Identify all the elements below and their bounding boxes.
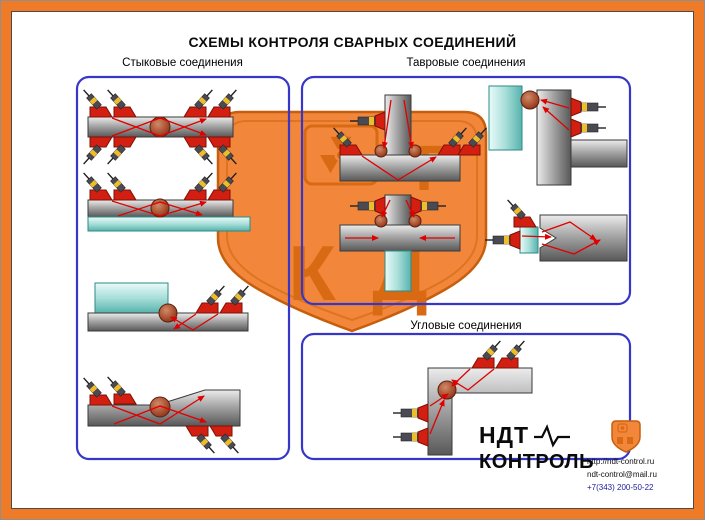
butt-joint-diagram-2 — [80, 170, 251, 232]
corner-joints-label: Угловые соединения — [410, 320, 522, 332]
weld-bead — [408, 214, 422, 228]
probe-icon — [495, 338, 528, 369]
probe-icon — [504, 197, 537, 228]
beam-path — [541, 221, 597, 241]
butt-joint-diagram-4 — [80, 374, 242, 456]
substrate-plate — [488, 85, 523, 151]
beam-path — [405, 199, 415, 218]
website-text: http://ndt-control.ru — [587, 457, 655, 466]
butt-panel-border — [75, 75, 291, 461]
beam-path — [540, 98, 570, 109]
tee-joints-label: Тавровые соединения — [406, 57, 526, 69]
tee-joint-diagram-4 — [484, 197, 628, 262]
butt-joint-diagram-3 — [87, 282, 252, 332]
beam-path — [111, 200, 207, 217]
phone-text: +7(343) 200-50-22 — [587, 483, 654, 492]
beam-path — [361, 155, 437, 181]
beam-path — [521, 233, 552, 240]
probe-icon — [570, 118, 607, 138]
tee-joint-diagram-3 — [339, 194, 461, 292]
corner-joint-diagram — [392, 338, 533, 456]
probe-icon — [392, 403, 429, 423]
beam-path — [381, 99, 392, 149]
weld-bead — [520, 90, 540, 110]
probe-icon — [80, 87, 113, 118]
beam-path — [429, 399, 445, 435]
flange-plate — [339, 154, 461, 182]
brand-shield-icon — [611, 420, 641, 453]
page-title: СХЕМЫ КОНТРОЛЯ СВАРНЫХ СОЕДИНЕНИЙ — [188, 34, 517, 50]
beam-path — [111, 117, 207, 137]
brand-name-text: НДТ — [479, 422, 530, 448]
tee-joint-diagram-2 — [488, 85, 628, 186]
brand-subname: КОНТРОЛЬ — [479, 451, 594, 473]
substrate-plate — [384, 250, 412, 292]
weld-bead — [437, 380, 457, 400]
butt-joints-label: Стыковые соединения — [122, 57, 243, 69]
probe-icon — [80, 136, 113, 167]
poster-inner: Т К Д — [11, 11, 694, 509]
beam-path — [170, 313, 219, 331]
web-plate — [384, 194, 412, 226]
butt-joint-diagram-1 — [80, 87, 240, 167]
beam-path — [111, 117, 207, 137]
probe-icon — [219, 283, 252, 314]
beam-path — [403, 99, 414, 149]
probe-icon — [80, 170, 113, 201]
probe-icon — [392, 427, 429, 447]
weld-bead — [408, 144, 422, 158]
probe-icon — [104, 374, 137, 405]
probe-icon — [80, 375, 113, 406]
weld-bead — [149, 116, 171, 138]
probe-icon — [484, 230, 521, 250]
beam-path — [541, 239, 601, 255]
weld-bead — [374, 214, 388, 228]
beam-path — [381, 199, 391, 218]
pulse-icon — [534, 423, 571, 448]
weld-bead — [149, 396, 171, 418]
tee-panel-border — [300, 75, 632, 306]
beam-path — [173, 313, 197, 330]
weld-bead — [374, 144, 388, 158]
poster-graphics: Т К Д — [75, 75, 641, 461]
beam-path — [451, 368, 471, 387]
tee-joint-diagram-1 — [330, 94, 490, 182]
brand-contacts: http://ndt-control.ru ndt-control@mail.r… — [587, 455, 693, 494]
beam-path — [117, 201, 203, 217]
substrate-plate — [519, 226, 539, 254]
substrate-plate — [94, 282, 169, 314]
flange-plate — [570, 139, 628, 168]
probe-icon — [570, 97, 607, 117]
watermark-letter: К — [288, 229, 336, 317]
beam-path — [111, 395, 205, 425]
web-plate — [536, 89, 572, 186]
beam-path — [113, 405, 207, 425]
backing-plate — [87, 216, 251, 232]
corner-panel-border — [300, 332, 632, 461]
beam-path — [542, 106, 570, 131]
email-text: ndt-control@mail.ru — [587, 470, 657, 479]
web-plate — [384, 94, 412, 156]
brand-name: НДТ — [479, 422, 572, 449]
beveled-plate — [539, 214, 628, 262]
probe-icon — [209, 425, 242, 456]
